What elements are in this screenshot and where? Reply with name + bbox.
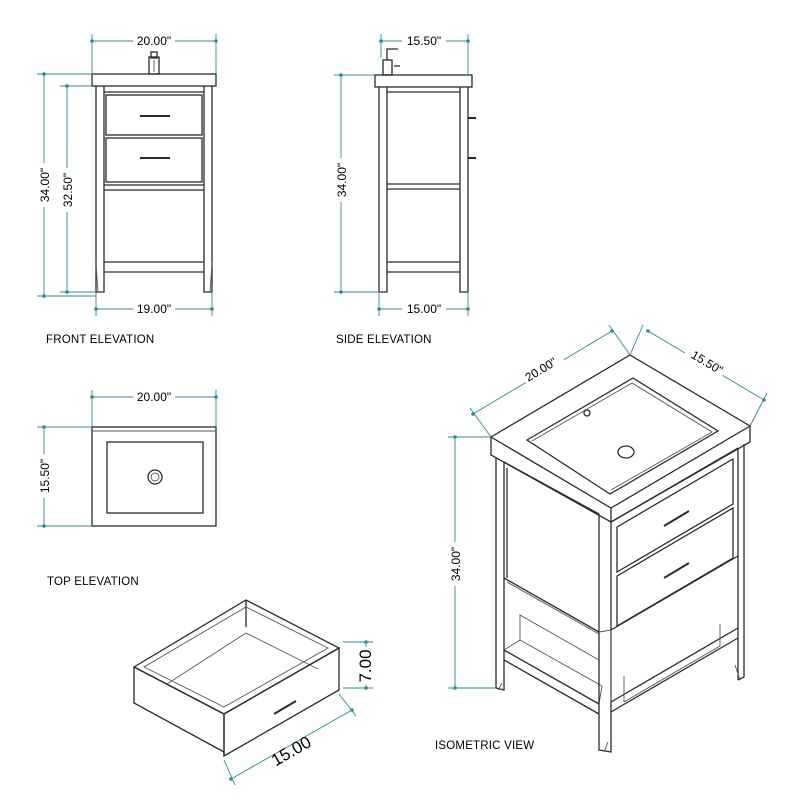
top-drain [147,469,163,485]
iso-depth-label: 15.50" [689,348,726,378]
top-depth-dimension: 15.50" [37,425,92,528]
iso-depth-dimension: 15.50" [629,324,768,427]
top-width-label: 20.00" [137,390,171,404]
front-elevation-view: 20.00" 19.00" 34.00" 32.50" FRONT ELEV [37,34,218,346]
side-faucet [382,48,400,76]
front-cabinet-height-dimension: 32.50" [60,84,96,294]
front-drawer-bottom [105,137,203,183]
front-base-width-label: 19.00" [137,302,171,316]
iso-height-label: 34.00" [449,547,463,581]
side-base-width-label: 15.00" [407,302,441,316]
side-elevation-view: 15.50" 15.00" 34.00" SIDE ELEVATION [334,34,476,346]
side-width-label: 15.50" [407,34,441,48]
front-drawer-top [105,94,203,136]
front-total-height-dimension: 34.00" [37,72,96,298]
iso-width-dimension: 20.00" [469,324,631,438]
front-cabinet-height-label: 32.50" [61,173,75,207]
side-elevation-caption: SIDE ELEVATION [336,334,432,346]
side-cabinet [378,87,476,293]
isometric-view-caption: ISOMETRIC VIEW [435,740,534,752]
side-width-dimension: 15.50" [379,34,470,75]
top-basin [106,441,204,514]
top-countertop-outline [91,426,217,527]
drawer-box [132,599,341,715]
drawer-front [223,646,340,758]
top-width-dimension: 20.00" [90,390,218,427]
drawer-view: 7.00 15.00 [132,599,375,786]
side-base-width-dimension: 15.00" [377,292,470,316]
iso-faucet-hole [583,409,591,417]
iso-drain [617,445,635,459]
drawer-height-label: 7.00 [356,649,375,682]
iso-basin [525,377,720,495]
side-countertop [374,74,473,88]
drawer-width-label: 15.00 [268,732,314,770]
iso-width-label: 20.00" [523,355,560,385]
side-height-label: 34.00" [335,163,349,197]
front-width-label: 20.00" [137,34,171,48]
iso-drawer-bottom [616,506,734,628]
iso-height-dimension: 34.00" [448,435,496,690]
iso-shelf [503,639,603,705]
front-faucet [148,51,160,75]
drawer-handle [273,700,297,715]
front-total-height-label: 34.00" [38,168,52,202]
iso-drawer-top [616,457,734,574]
side-height-dimension: 34.00" [334,73,379,294]
front-width-dimension: 20.00" [90,34,218,74]
front-base-width-dimension: 19.00" [94,292,214,316]
drawer-width-dimension: 15.00 [223,693,357,786]
drawer-height-dimension: 7.00 [343,640,375,690]
isometric-view: 20.00" 15.50" 34.00" ISOMETRIC VIEW [435,324,768,753]
top-elevation-view: 20.00" 15.50" TOP ELEVATION [37,390,218,588]
top-depth-label: 15.50" [38,459,52,493]
top-elevation-caption: TOP ELEVATION [47,576,139,588]
front-elevation-caption: FRONT ELEVATION [46,334,154,346]
front-countertop [91,73,217,87]
front-cabinet [95,86,213,293]
